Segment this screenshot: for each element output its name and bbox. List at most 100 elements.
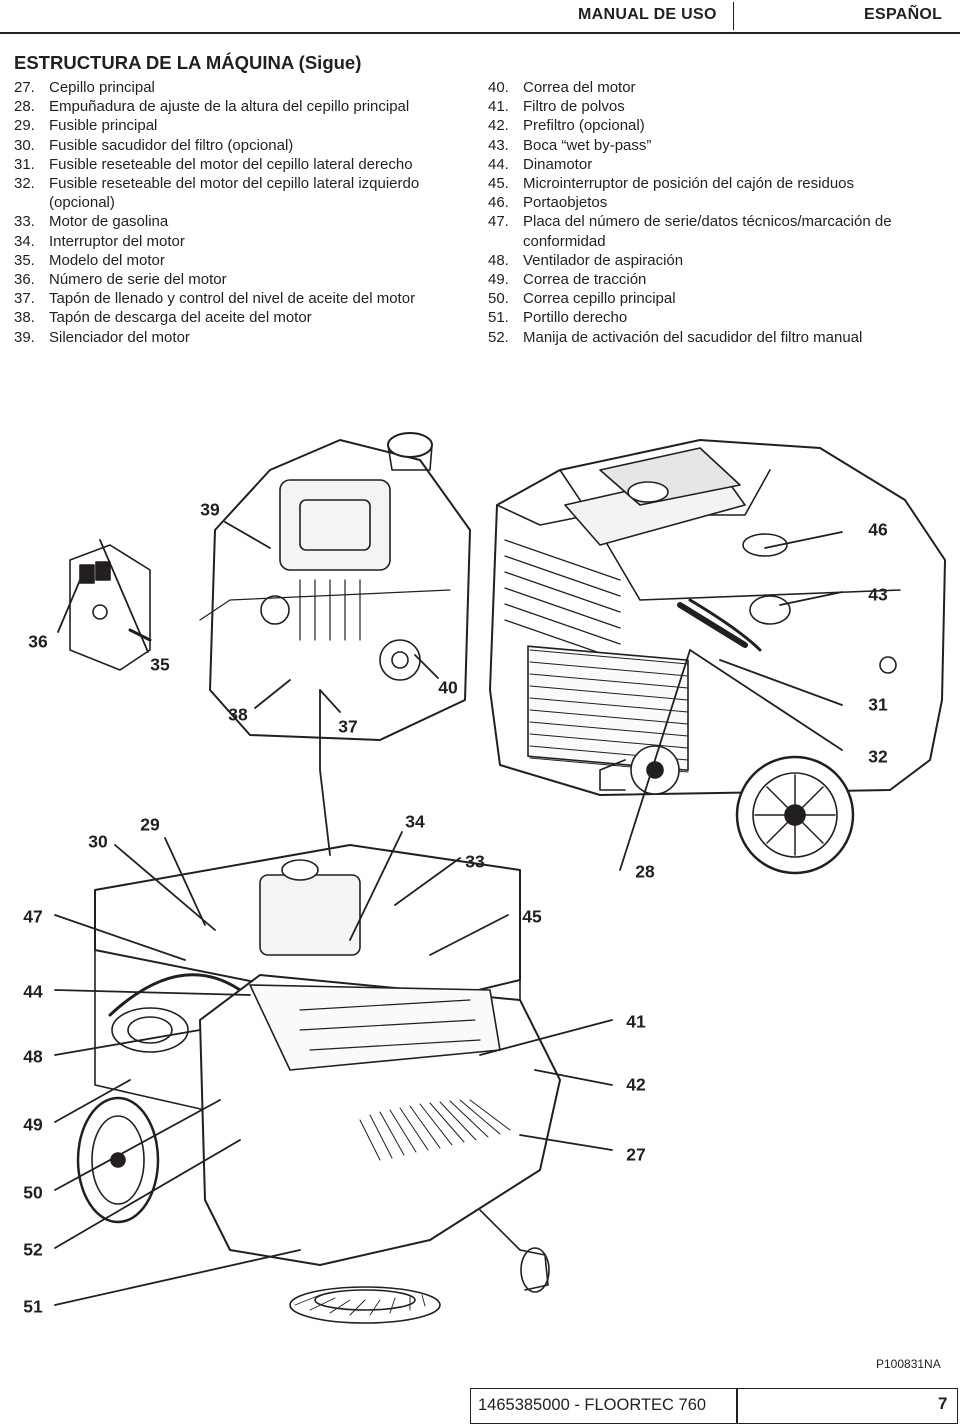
item-text: Prefiltro (opcional) [523,117,645,135]
item-text: Interruptor del motor [49,232,185,250]
front-view-drawing [76,844,561,1324]
callout-37: 37 [338,716,358,737]
parts-list-item: 29. Fusible principal [14,116,454,135]
parts-list-item: 39.Silenciador del motor [14,328,454,347]
item-number: 40. [488,79,509,96]
section-title: ESTRUCTURA DE LA MÁQUINA (Sigue) [14,52,362,73]
item-text: Placa del número de serie/datos técnicos… [523,213,892,250]
parts-list-item: 41.Filtro de polvos [488,97,928,116]
callout-27: 27 [626,1144,646,1165]
item-number: 46. [488,194,509,212]
callout-32: 32 [868,746,888,767]
item-text: Correa de tracción [523,271,647,289]
callout-30: 30 [88,831,108,852]
item-text: Microinterruptor de posición del cajón d… [523,175,855,193]
callout-39: 39 [200,499,220,520]
callout-28: 28 [635,861,655,882]
parts-list-item: 28. Empuñadura de ajuste de la altura del… [14,97,454,116]
item-number: 48. [488,251,509,269]
item-number: 50. [488,290,509,308]
header-separator [733,2,734,30]
item-text: Correa cepillo principal [523,290,676,308]
parts-list-item: 49. Correa de tracción [488,270,928,289]
callout-36: 36 [28,631,48,652]
parts-list-item: 51. Portillo derecho [488,308,928,327]
callout-47: 47 [23,906,43,927]
parts-list-item: 46. Portaobjetos [488,193,928,212]
parts-list-item: 47.Placa del número de serie/datos técni… [488,212,928,250]
parts-list-item: 33.Motor de gasolina [14,212,454,231]
footer-model: 1465385000 - FLOORTEC 760 [478,1396,707,1414]
item-text: Ventilador de aspiración [523,251,684,269]
item-text: Empuñadura de ajuste de la altura del ce… [49,98,410,116]
parts-list-item: 27.Cepillo principal [14,78,454,97]
item-text: Tapón de descarga del aceite del motor [49,309,312,327]
footer-box [470,1388,958,1424]
item-text: Número de serie del motor [49,271,227,289]
manual-title: MANUAL DE USO [578,6,717,23]
callout-41: 41 [626,1011,646,1032]
parts-list-item: 48. Ventilador de aspiración [488,251,928,270]
item-number: 51. [488,309,509,327]
item-number: 38. [14,309,35,327]
parts-list-item: 34. Interruptor del motor [14,232,454,251]
item-text: Portaobjetos [523,194,608,212]
parts-list-item: 37.Tapón de llenado y control del nivel … [14,289,454,308]
callout-29: 29 [140,814,160,835]
callout-31: 31 [868,694,888,715]
item-number: 32. [14,175,35,193]
item-number: 52. [488,328,509,346]
callout-49: 49 [23,1114,43,1135]
parts-list-item: 35. Modelo del motor [14,251,454,270]
rear-view-drawing [489,439,946,875]
parts-list-item: 31. Fusible reseteable del motor del cepi… [14,155,454,174]
item-number: 42. [488,117,509,135]
header-rule [0,32,960,34]
item-text: Filtro de polvos [523,98,625,116]
item-number: 43. [488,136,509,154]
callout-34: 34 [405,811,425,832]
item-text: Dinamotor [523,155,593,173]
item-number: 34. [14,232,35,250]
item-text: Fusible principal [49,117,158,135]
item-text: Fusible sacudidor del filtro (opcional) [49,136,294,154]
item-text: Portillo derecho [523,309,628,327]
callout-45: 45 [522,906,542,927]
engine-view-drawing [69,432,471,741]
parts-list-item: 32. Fusible reseteable del motor del cepi… [14,174,454,212]
item-number: 27. [14,79,35,96]
page-number: 7 [938,1394,948,1413]
item-number: 28. [14,98,35,116]
item-number: 45. [488,175,509,193]
item-text: Manija de activación del sacudidor del f… [523,328,863,346]
item-text: Modelo del motor [49,251,165,269]
callout-52: 52 [23,1239,43,1260]
item-text: Correa del motor [523,79,636,96]
item-number: 44. [488,155,509,173]
callout-38: 38 [228,704,248,725]
parts-list-item: 38. Tapón de descarga del aceite del moto… [14,308,454,327]
item-number: 35. [14,251,35,269]
callout-43: 43 [868,584,888,605]
parts-list-item: 42. Prefiltro (opcional) [488,116,928,135]
callout-48: 48 [23,1046,43,1067]
footer-separator [736,1388,738,1424]
parts-list-item: 50. Correa cepillo principal [488,289,928,308]
item-text: Motor de gasolina [49,213,169,231]
language-label: ESPAÑOL [864,6,943,23]
item-text: Fusible reseteable del motor del cepillo… [49,155,413,173]
item-text: Fusible reseteable del motor del cepillo… [49,175,420,212]
item-number: 36. [14,271,35,289]
item-number: 31. [14,155,35,173]
item-number: 37. [14,290,35,308]
item-number: 29. [14,117,35,135]
parts-list-item: 30.Fusible sacudidor del filtro (opciona… [14,136,454,155]
item-text: Boca “wet by-pass” [523,136,652,154]
item-number: 39. [14,328,35,346]
callout-51: 51 [23,1296,43,1317]
leader-lines [54,521,843,1306]
callout-35: 35 [150,654,170,675]
item-number: 49. [488,271,509,289]
